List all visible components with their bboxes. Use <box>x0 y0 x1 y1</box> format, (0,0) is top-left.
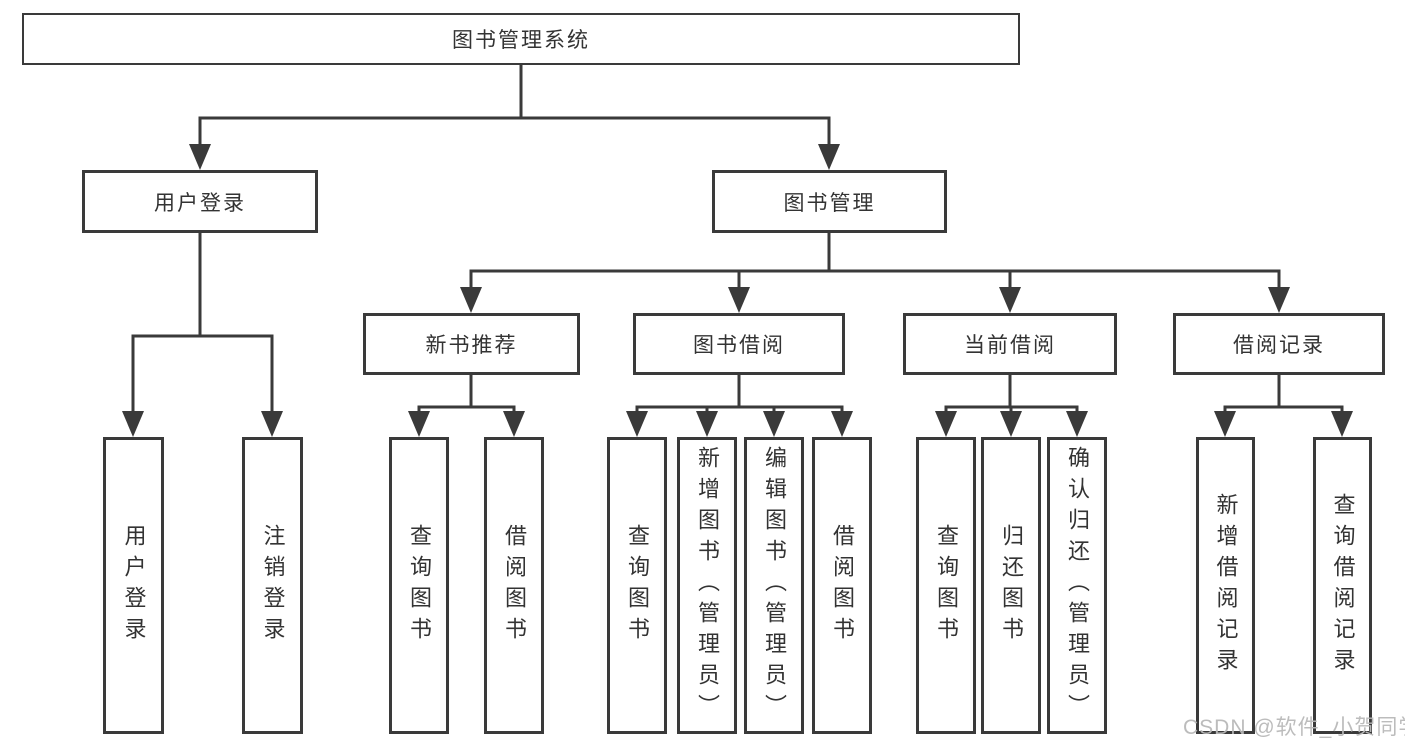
node-current-borrowing: 当前借阅 <box>903 313 1117 375</box>
leaf-query-borrow-record: 查询借阅记录 <box>1313 437 1372 734</box>
node-library-management-system: 图书管理系统 <box>22 13 1020 65</box>
node-label: 图书借阅 <box>693 334 785 357</box>
node-user-login: 用户登录 <box>82 170 318 233</box>
node-book-management: 图书管理 <box>712 170 947 233</box>
node-label: 用户登录 <box>121 523 147 648</box>
leaf-confirm-return-admin: 确认归还（管理员） <box>1047 437 1107 734</box>
leaf-edit-book-admin: 编辑图书（管理员） <box>744 437 804 734</box>
csdn-watermark: CSDN @软件_小贺同学 <box>1183 716 1405 739</box>
node-label: 查询图书 <box>625 523 650 648</box>
leaf-query-books-current: 查询图书 <box>916 437 976 734</box>
node-label: 新书推荐 <box>425 334 518 357</box>
node-book-borrowing: 图书借阅 <box>633 313 845 375</box>
node-label: 借阅记录 <box>1233 334 1325 357</box>
node-label: 图书管理系统 <box>452 29 590 52</box>
leaf-logout-login: 注销登录 <box>242 437 303 734</box>
node-label: 查询借阅记录 <box>1330 492 1356 679</box>
node-label: 用户登录 <box>154 191 246 215</box>
node-new-book-recommendation: 新书推荐 <box>363 313 580 375</box>
leaf-borrow-books-recommend: 借阅图书 <box>484 437 544 734</box>
node-label: 当前借阅 <box>964 334 1056 357</box>
leaf-user-login: 用户登录 <box>103 437 164 734</box>
leaf-query-books-borrowing: 查询图书 <box>607 437 667 734</box>
node-label: 借阅图书 <box>502 523 527 648</box>
leaf-add-borrow-record: 新增借阅记录 <box>1196 437 1255 734</box>
node-label: 查询图书 <box>407 523 432 648</box>
node-label: 查询图书 <box>934 523 959 648</box>
leaf-borrow-books-borrowing: 借阅图书 <box>812 437 872 734</box>
leaf-return-book: 归还图书 <box>981 437 1041 734</box>
node-label: 编辑图书（管理员） <box>762 446 787 725</box>
node-label: 新增图书（管理员） <box>695 446 720 725</box>
node-label: 图书管理 <box>783 191 876 215</box>
leaf-query-books-recommend: 查询图书 <box>389 437 449 734</box>
node-borrowing-records: 借阅记录 <box>1173 313 1385 375</box>
node-label: 借阅图书 <box>830 523 855 648</box>
node-label: 新增借阅记录 <box>1213 492 1239 679</box>
node-label: 注销登录 <box>260 523 286 648</box>
leaf-add-book-admin: 新增图书（管理员） <box>677 437 737 734</box>
node-label: 确认归还（管理员） <box>1065 446 1090 725</box>
node-label: 归还图书 <box>999 523 1024 648</box>
